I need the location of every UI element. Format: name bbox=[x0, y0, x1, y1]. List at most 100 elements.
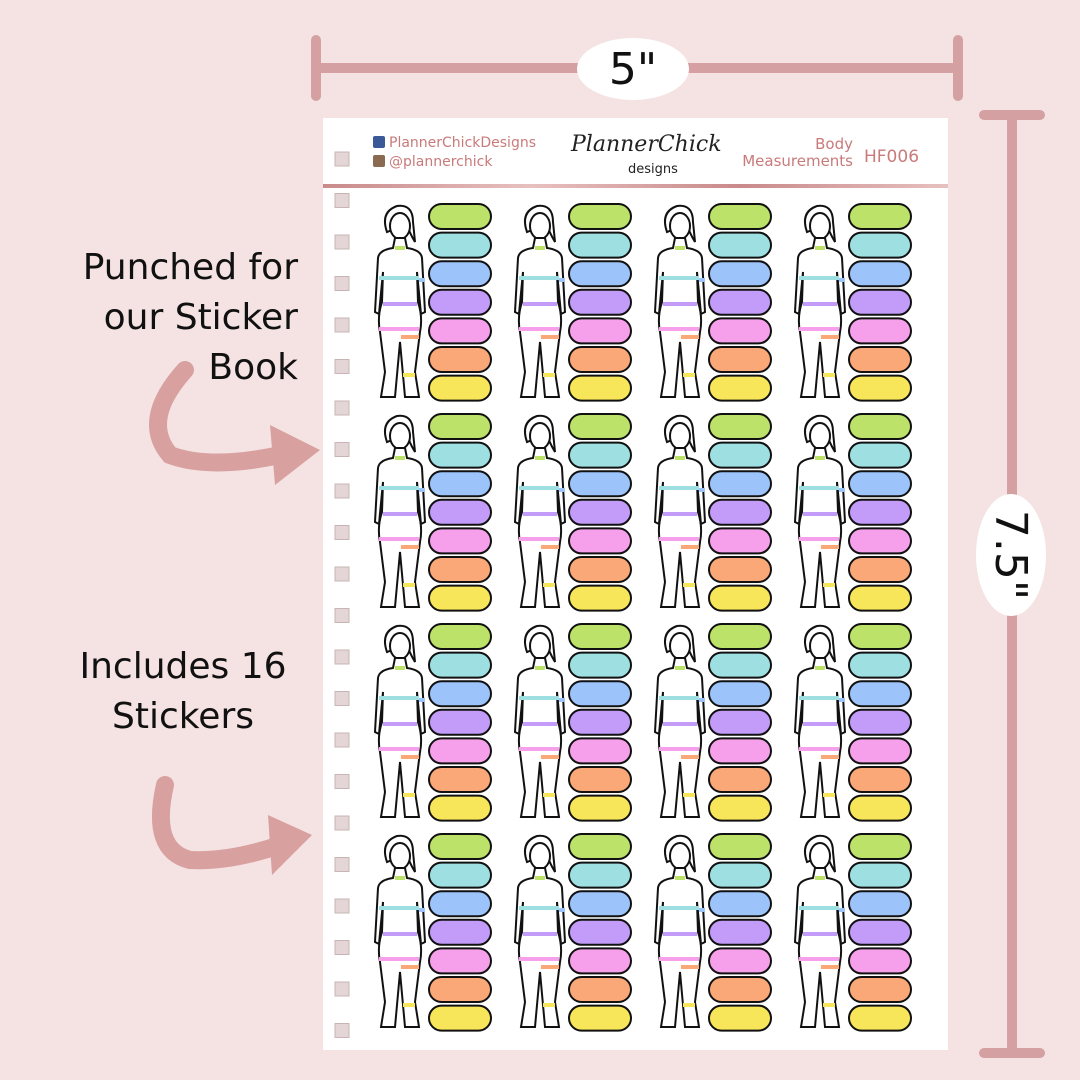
measure-band bbox=[541, 335, 559, 339]
measure-band bbox=[799, 537, 839, 541]
measurement-pill bbox=[428, 766, 492, 793]
measure-band bbox=[523, 932, 557, 936]
measure-band bbox=[541, 755, 559, 759]
measurement-pill bbox=[848, 918, 912, 946]
measurement-pill bbox=[848, 231, 912, 259]
measure-band bbox=[559, 488, 565, 492]
punch-hole bbox=[334, 857, 350, 872]
measurement-pill bbox=[848, 346, 912, 373]
measurement-pill bbox=[708, 737, 772, 765]
measure-band bbox=[839, 278, 845, 282]
body-sticker bbox=[373, 413, 492, 612]
measurement-pill bbox=[428, 288, 492, 316]
measurement-pill bbox=[848, 374, 912, 402]
measure-band bbox=[541, 965, 559, 969]
measure-band bbox=[559, 908, 565, 912]
measurement-pill bbox=[848, 651, 912, 679]
body-sticker bbox=[653, 413, 772, 612]
measure-band bbox=[699, 908, 705, 912]
measure-band bbox=[681, 335, 699, 339]
measurement-pill bbox=[848, 1004, 912, 1032]
measure-band bbox=[383, 512, 417, 516]
measure-band bbox=[823, 1003, 835, 1007]
measure-band bbox=[799, 747, 839, 751]
measurement-pill bbox=[848, 441, 912, 469]
measurement-pill bbox=[848, 260, 912, 288]
measurement-pill bbox=[568, 918, 632, 946]
measure-band bbox=[821, 755, 839, 759]
measurement-pill bbox=[848, 288, 912, 316]
measurement-pill bbox=[708, 766, 772, 793]
punch-hole bbox=[334, 234, 350, 250]
measurement-pill bbox=[708, 833, 772, 860]
measurement-pill bbox=[568, 288, 632, 316]
measurement-pill bbox=[848, 556, 912, 583]
measure-band bbox=[543, 583, 555, 587]
measure-band bbox=[675, 666, 685, 670]
punch-hole bbox=[334, 442, 350, 457]
body-figure-icon bbox=[653, 834, 707, 1028]
measurement-pill bbox=[428, 976, 492, 1003]
punch-hole bbox=[334, 608, 350, 623]
measurement-pill bbox=[708, 470, 772, 498]
measure-band bbox=[379, 696, 419, 700]
measure-band bbox=[535, 666, 545, 670]
body-figure-icon bbox=[653, 624, 707, 818]
measurement-pill bbox=[428, 680, 492, 708]
measurement-pill bbox=[568, 556, 632, 583]
measurement-pill bbox=[708, 527, 772, 555]
measure-band bbox=[681, 755, 699, 759]
measurement-pill bbox=[848, 203, 912, 230]
measure-band bbox=[403, 373, 415, 377]
measure-band bbox=[395, 666, 405, 670]
measurement-pill bbox=[568, 470, 632, 498]
punch-hole bbox=[334, 525, 350, 540]
punch-hole bbox=[334, 691, 350, 706]
measure-band bbox=[419, 908, 425, 912]
measure-band bbox=[815, 246, 825, 250]
measure-band bbox=[559, 698, 565, 702]
measure-band bbox=[839, 488, 845, 492]
measure-band bbox=[543, 793, 555, 797]
measurement-pill bbox=[848, 833, 912, 860]
measurement-pill bbox=[708, 680, 772, 708]
measurement-pill bbox=[428, 527, 492, 555]
measure-band bbox=[383, 932, 417, 936]
measurement-pill bbox=[568, 947, 632, 975]
measurement-pill bbox=[568, 441, 632, 469]
measure-band bbox=[823, 373, 835, 377]
measurement-pill bbox=[428, 833, 492, 860]
body-sticker bbox=[653, 203, 772, 402]
measurement-pill bbox=[568, 766, 632, 793]
body-figure-icon bbox=[513, 834, 567, 1028]
body-sticker bbox=[653, 833, 772, 1032]
measurement-pill bbox=[568, 680, 632, 708]
measure-band bbox=[823, 793, 835, 797]
measurement-pill bbox=[428, 556, 492, 583]
instagram-icon bbox=[373, 155, 385, 167]
measurement-pill bbox=[708, 346, 772, 373]
measure-band bbox=[379, 747, 419, 751]
measurement-pill bbox=[428, 346, 492, 373]
measurement-pill bbox=[848, 861, 912, 889]
body-sticker bbox=[373, 623, 492, 822]
measurement-pill bbox=[708, 651, 772, 679]
logo-sub: designs bbox=[628, 162, 678, 177]
body-figure-icon bbox=[373, 204, 427, 398]
measurement-pill bbox=[848, 527, 912, 555]
measurement-pill bbox=[848, 766, 912, 793]
measurement-pill bbox=[428, 260, 492, 288]
body-sticker bbox=[373, 203, 492, 402]
measurement-pill bbox=[568, 1004, 632, 1032]
measure-band bbox=[675, 876, 685, 880]
measure-band bbox=[823, 583, 835, 587]
measure-band bbox=[659, 747, 699, 751]
punch-hole bbox=[334, 815, 350, 831]
measurement-pill bbox=[428, 441, 492, 469]
body-sticker bbox=[513, 623, 632, 822]
measurement-pill bbox=[568, 317, 632, 345]
body-figure-icon bbox=[373, 834, 427, 1028]
measure-band bbox=[659, 276, 699, 280]
punch-hole bbox=[334, 276, 350, 291]
measure-band bbox=[403, 1003, 415, 1007]
